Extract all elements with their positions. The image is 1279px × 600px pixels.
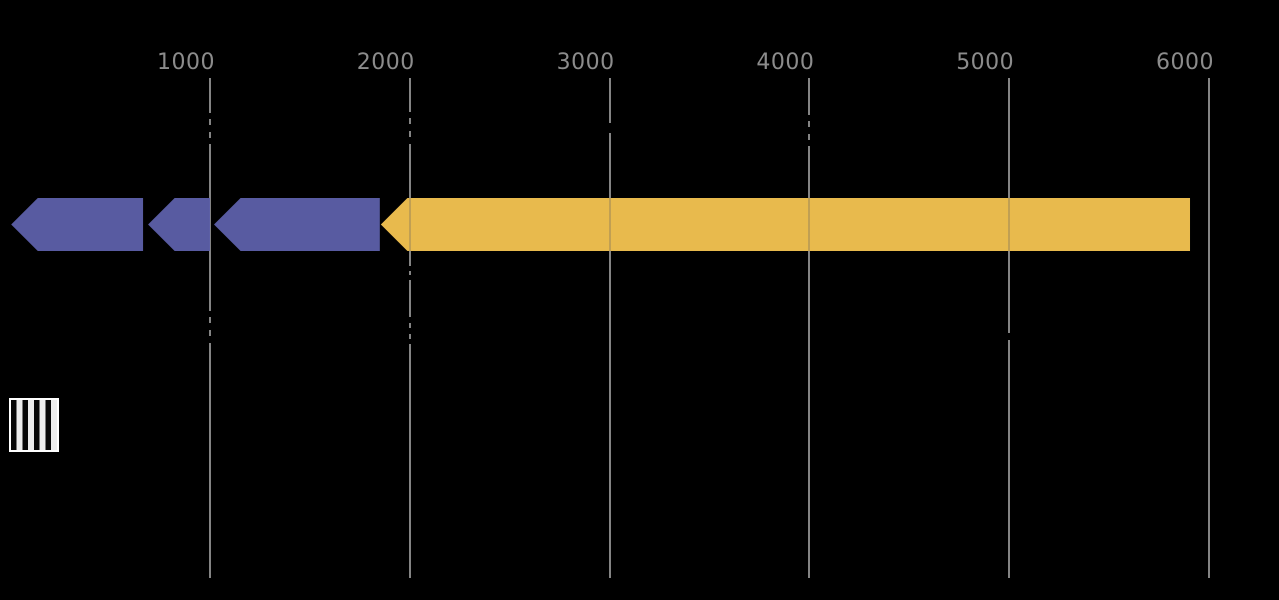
gridline-dash: [408, 339, 412, 344]
gridline-dash: [208, 125, 212, 132]
axis-tick-label-3000: 3000: [556, 50, 615, 75]
axis-tick-label-4000: 4000: [756, 50, 815, 75]
gridline-dash: [408, 266, 412, 271]
gridline-showthrough: [808, 198, 811, 251]
gridline-dash: [807, 140, 811, 146]
gridline-4000: [808, 78, 811, 578]
axis-tick-label-6000: 6000: [1156, 50, 1214, 75]
gridline-dash: [807, 115, 811, 121]
gridline-dash: [408, 112, 412, 118]
gridline-dash: [807, 127, 811, 134]
axis-tick-label-5000: 5000: [956, 50, 1015, 75]
axis-tick-label-2000: 2000: [356, 50, 415, 75]
gridline-dash: [408, 275, 412, 280]
gridline-5000: [1008, 78, 1011, 578]
gridline-dash: [208, 138, 212, 144]
gridline-showthrough: [608, 198, 611, 251]
gridline-dash: [208, 311, 212, 317]
gridline-dash: [408, 137, 412, 144]
legend-hatched-swatch: [9, 398, 59, 452]
gridline-showthrough: [1008, 198, 1011, 251]
gridline-dash: [208, 336, 212, 343]
gridline-dash: [208, 323, 212, 330]
gridline-6000: [1208, 78, 1210, 578]
gridline-showthrough: [408, 198, 411, 251]
gridline-dash: [208, 113, 212, 119]
gridline-dash: [1007, 333, 1011, 340]
gridline-dash: [408, 328, 412, 334]
gridline-dash: [608, 123, 612, 133]
gene-arrow-gene-3: [213, 198, 380, 251]
gene-arrow-gene-1: [11, 198, 144, 251]
gridline-3000: [608, 78, 611, 578]
axis-tick-label-1000: 1000: [157, 50, 215, 75]
gene-arrow-gene-4: [380, 198, 1191, 251]
gridline-dash: [408, 124, 412, 131]
gene-arrow-gene-2: [148, 198, 210, 251]
gridline-dash: [408, 317, 412, 323]
